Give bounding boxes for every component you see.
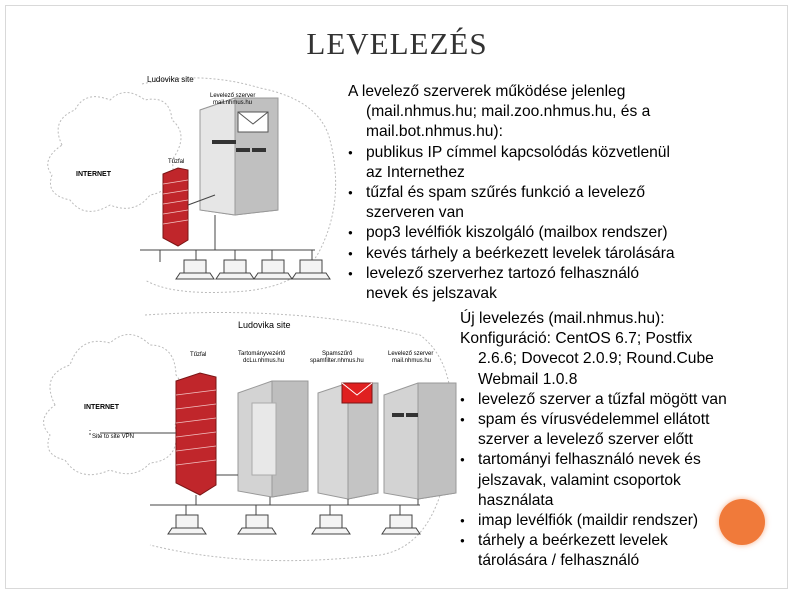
- bullet-item: publikus IP címmel kapcsolódás közvetlen…: [348, 143, 675, 163]
- bottom-spam-host: spamfilter.nhmus.hu: [310, 358, 364, 364]
- bottom-firewall-label: Tűzfal: [190, 352, 206, 358]
- bullet-item: levelező szerver a tűzfal mögött van: [460, 390, 794, 410]
- bullet-item: spam és vírusvédelemmel ellátott: [460, 410, 794, 430]
- current-heading-cont-2: mail.bot.nhmus.hu):: [348, 122, 675, 142]
- config-cont-1: 2.6.6; Dovecot 2.0.9; Round.Cube: [460, 349, 794, 369]
- top-internet-label: INTERNET: [76, 171, 112, 178]
- bottom-mail-name: Levelező szerver: [388, 351, 433, 357]
- top-network-diagram: Ludovika site Levelező szerver mail.nhmu…: [0, 0, 340, 300]
- envelope-icon: [238, 112, 268, 132]
- bullet-cont: szerver a levelező szerver előtt: [460, 430, 794, 450]
- config-cont-2: Webmail 1.0.8: [460, 370, 794, 390]
- bottom-dc-name: Tartományvezérlő: [238, 351, 286, 357]
- current-mail-description: A levelező szerverek működése jelenleg (…: [348, 82, 675, 304]
- bullet-item: kevés tárhely a beérkezett levelek tárol…: [348, 244, 675, 264]
- bullet-item: pop3 levélfiók kiszolgáló (mailbox rends…: [348, 223, 675, 243]
- bullet-item: imap levélfiók (maildir rendszer): [460, 511, 794, 531]
- bottom-dc-host: dcLu.nhmus.hu: [243, 358, 284, 364]
- envelope-icon: [342, 383, 372, 403]
- bottom-internet-label: INTERNET: [84, 404, 120, 411]
- laptop-icon: [176, 260, 330, 279]
- bullet-cont: használata: [460, 491, 794, 511]
- top-server-host: mail.nhmus.hu: [213, 100, 252, 106]
- bottom-mail-host: mail.nhmus.hu: [392, 358, 431, 364]
- mail-server-icon: [384, 383, 456, 499]
- new-mail-description: Új levelezés (mail.nhmus.hu): Konfigurác…: [460, 309, 794, 572]
- top-firewall-label: Tűzfal: [168, 159, 184, 165]
- bottom-vpn-label: Site to site VPN: [92, 434, 134, 440]
- firewall-icon: [163, 168, 188, 246]
- config-line: Konfiguráció: CentOS 6.7; Postfix: [460, 329, 794, 349]
- bullet-cont: jelszavak, valamint csoportok: [460, 471, 794, 491]
- bullet-item: levelező szerverhez tartozó felhasználó: [348, 264, 675, 284]
- bullet-cont: szerveren van: [348, 203, 675, 223]
- bullet-item: tartományi felhasználó nevek és: [460, 450, 794, 470]
- bullet-cont: az Internethez: [348, 163, 675, 183]
- bullet-cont: tárolására / felhasználó: [460, 551, 794, 571]
- bottom-network-diagram: Ludovika site Tűzfal Tartományvezérlő dc…: [0, 295, 460, 595]
- current-heading-cont-1: (mail.nhmus.hu; mail.zoo.nhmus.hu, és a: [348, 102, 675, 122]
- bottom-spam-name: Spamszűrő: [322, 351, 353, 357]
- firewall-icon: [176, 373, 216, 495]
- bullet-item: tűzfal és spam szűrés funkció a levelező: [348, 183, 675, 203]
- current-heading: A levelező szerverek működése jelenleg: [348, 82, 675, 102]
- top-site-label: Ludovika site: [147, 75, 194, 84]
- bottom-site-label: Ludovika site: [238, 320, 291, 330]
- top-server-name: Levelező szerver: [210, 93, 255, 99]
- domain-controller-icon: [238, 381, 308, 497]
- new-heading: Új levelezés (mail.nhmus.hu):: [460, 309, 794, 329]
- bullet-cont: nevek és jelszavak: [348, 284, 675, 304]
- laptop-icon: [168, 515, 420, 534]
- bullet-item: tárhely a beérkezett levelek: [460, 531, 794, 551]
- internet-cloud-icon: [48, 93, 181, 212]
